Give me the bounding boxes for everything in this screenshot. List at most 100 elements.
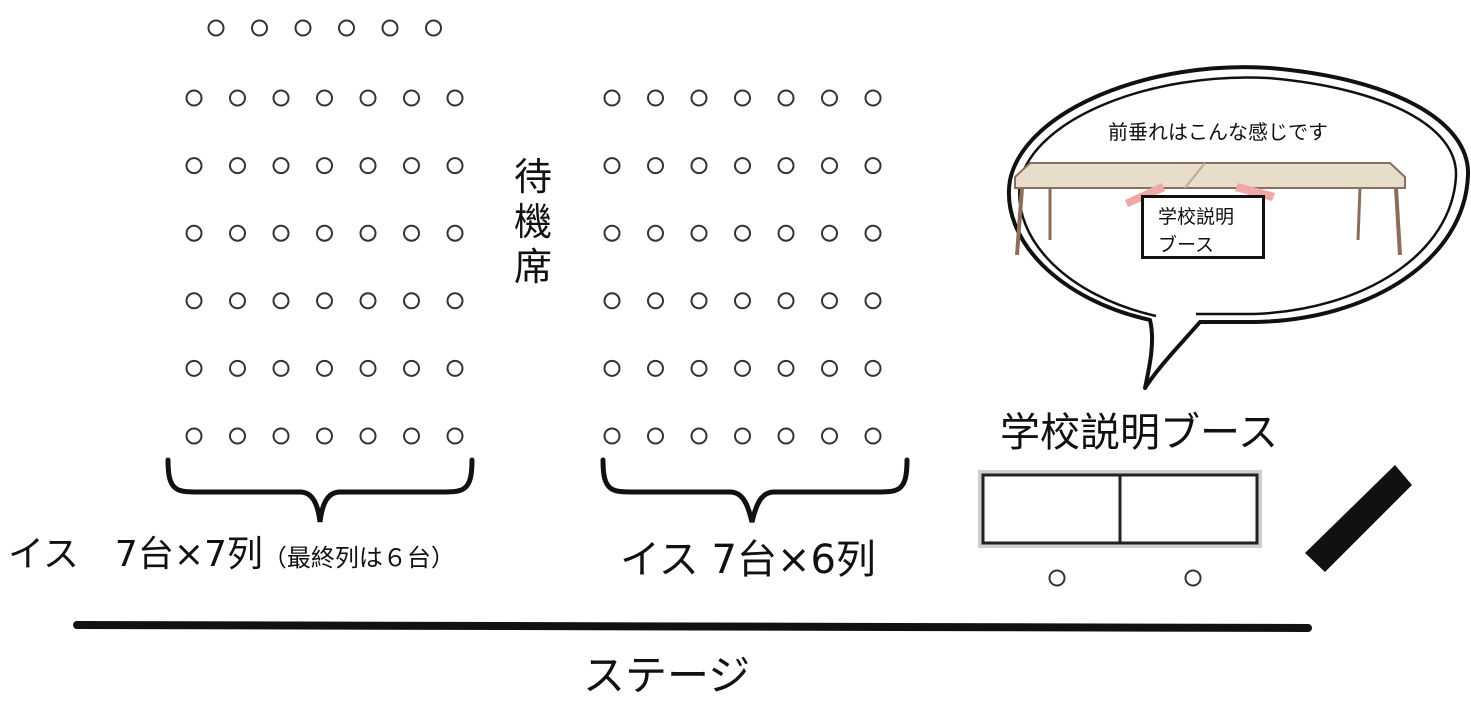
seat-circle — [734, 359, 751, 377]
seat-circle — [777, 427, 795, 445]
entrance-marker — [1305, 465, 1412, 572]
booth-title: 学校説明ブース — [1000, 410, 1278, 456]
seat-circle — [647, 89, 664, 107]
left-block-brace — [165, 457, 475, 523]
seat-circle — [647, 359, 664, 377]
seat-circle — [359, 224, 377, 242]
seat-circle — [777, 359, 795, 377]
seat-circle — [185, 292, 203, 310]
waiting-area-label: 待 機 席 — [511, 155, 555, 290]
seat-circle — [338, 19, 355, 37]
seat-circle — [425, 19, 442, 37]
seat-circle — [229, 292, 246, 310]
seat-circle — [690, 157, 708, 175]
seat-circle — [821, 224, 838, 242]
speech-bubble-text: 前垂れはこんな感じです — [1108, 120, 1328, 144]
seat-group-left — [185, 19, 464, 445]
seat-circle — [229, 359, 246, 377]
seat-circle — [359, 359, 377, 377]
seat-circle — [647, 224, 664, 242]
seat-circle — [1048, 569, 1066, 587]
seat-circle — [690, 292, 708, 310]
seat-circle — [446, 359, 464, 377]
seat-circle — [316, 427, 333, 445]
seat-circle — [185, 89, 203, 107]
seat-circle — [359, 89, 377, 107]
left-caption-note: （最終列は６台） — [262, 544, 455, 572]
seat-circle — [690, 427, 708, 445]
seat-circle — [603, 89, 621, 107]
seat-circle — [229, 427, 246, 445]
seat-circle — [251, 19, 268, 37]
seat-group-right — [603, 89, 882, 445]
seat-circle — [864, 359, 882, 377]
seat-circle — [777, 224, 795, 242]
seat-circle — [316, 89, 333, 107]
sign-line-2: ブース — [1158, 234, 1215, 256]
seat-circle — [734, 427, 751, 445]
seat-circle — [864, 89, 882, 107]
seat-circle — [603, 224, 621, 242]
seat-circle — [1184, 569, 1202, 587]
seat-circle — [734, 224, 751, 242]
seat-circle — [603, 292, 621, 310]
left-caption-main: イス 7台×7列 — [8, 534, 263, 575]
seat-circle — [359, 292, 377, 310]
waiting-label-char: 機 — [513, 200, 552, 244]
seat-circle — [446, 427, 464, 445]
seat-circle — [690, 359, 708, 377]
seat-circle — [647, 292, 664, 310]
sign-line-1: 学校説明 — [1158, 206, 1235, 228]
seat-circle — [359, 157, 377, 175]
stage-edge — [73, 621, 1312, 632]
seat-circle — [403, 224, 420, 242]
seat-circle — [777, 292, 795, 310]
seat-circle — [690, 89, 708, 107]
booth-seats — [1048, 569, 1202, 587]
seat-circle — [821, 427, 838, 445]
seat-circle — [403, 359, 420, 377]
seat-circle — [403, 89, 420, 107]
waiting-label-char: 席 — [513, 245, 552, 289]
seat-circle — [229, 89, 246, 107]
seat-circle — [316, 157, 333, 175]
seat-circle — [821, 292, 838, 310]
seat-circle — [821, 157, 838, 175]
seat-circle — [777, 157, 795, 175]
seat-circle — [821, 89, 838, 107]
seat-circle — [403, 292, 420, 310]
seat-circle — [821, 359, 838, 377]
seat-circle — [864, 292, 882, 310]
seat-circle — [864, 224, 882, 242]
seat-circle — [777, 89, 795, 107]
seat-circle — [864, 157, 882, 175]
stage-label: ステージ — [583, 651, 751, 700]
seat-circle — [381, 19, 399, 37]
seat-circle — [185, 359, 203, 377]
right-block-brace — [600, 457, 910, 523]
seat-circle — [185, 224, 203, 242]
right-block-caption: イス 7台×6列 — [620, 537, 876, 583]
seat-circle — [446, 292, 464, 310]
seat-circle — [734, 89, 751, 107]
seat-circle — [603, 157, 621, 175]
seat-circle — [294, 19, 312, 37]
seat-circle — [403, 427, 420, 445]
seat-circle — [734, 157, 751, 175]
seat-circle — [734, 292, 751, 310]
seat-circle — [359, 427, 377, 445]
seat-circle — [316, 224, 333, 242]
waiting-label-char: 待 — [513, 155, 552, 199]
seat-circle — [272, 427, 290, 445]
seat-circle — [272, 224, 290, 242]
seat-circle — [690, 224, 708, 242]
seat-circle — [185, 427, 203, 445]
seat-circle — [272, 157, 290, 175]
seat-circle — [229, 157, 246, 175]
seat-circle — [446, 89, 464, 107]
seat-circle — [603, 359, 621, 377]
seat-circle — [316, 292, 333, 310]
seat-circle — [446, 224, 464, 242]
